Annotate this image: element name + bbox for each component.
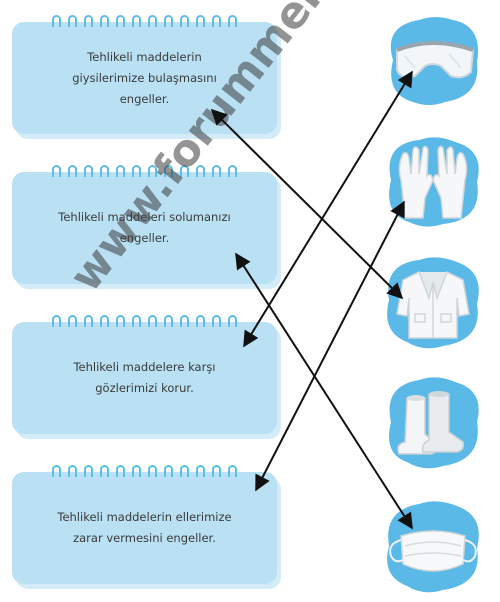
- card-rings: [52, 465, 237, 477]
- card-ring: [52, 315, 61, 327]
- statement-card-hands: Tehlikeli maddelerin ellerimize zarar ve…: [12, 465, 277, 584]
- card-ring: [196, 315, 205, 327]
- card-ring: [132, 465, 141, 477]
- safety-goggles-icon: [390, 17, 478, 105]
- card-rings: [52, 15, 237, 27]
- card-ring: [116, 465, 125, 477]
- card-ring: [148, 15, 157, 27]
- card-ring: [132, 165, 141, 177]
- face-mask-icon: [387, 501, 479, 593]
- lab-coat-icon: [387, 257, 479, 349]
- card-ring: [116, 15, 125, 27]
- item-gloves: [379, 132, 487, 232]
- card-ring: [100, 15, 109, 27]
- card-ring: [116, 165, 125, 177]
- statement-text: Tehlikeli maddelerin: [87, 49, 202, 64]
- card-ring: [100, 465, 109, 477]
- card-ring: [212, 315, 221, 327]
- card-ring: [228, 15, 237, 27]
- card-ring: [84, 165, 93, 177]
- statement-text: Tehlikeli maddeleri solumanızı: [58, 210, 231, 224]
- statement-text: engeller.: [119, 231, 170, 245]
- card-ring: [116, 315, 125, 327]
- card-ring: [180, 15, 189, 27]
- statement-text: engeller.: [119, 91, 170, 106]
- boots-icon: [389, 377, 479, 469]
- statement-text: Tehlikeli maddelerin ellerimize: [57, 510, 232, 524]
- card-ring: [196, 465, 205, 477]
- statement-card-eyes: Tehlikeli maddelere karşı gözlerimizi ko…: [12, 315, 277, 434]
- card-ring: [84, 465, 93, 477]
- card-ring: [180, 165, 189, 177]
- card-ring: [52, 165, 61, 177]
- card-ring: [100, 315, 109, 327]
- card-ring: [164, 165, 173, 177]
- gloves-icon: [389, 137, 479, 227]
- card-ring: [196, 15, 205, 27]
- item-lab-coat: [379, 252, 487, 352]
- card-ring: [52, 465, 61, 477]
- card-ring: [52, 15, 61, 27]
- statement-text: gözlerimizi korur.: [95, 381, 194, 395]
- card-ring: [132, 315, 141, 327]
- card-ring: [164, 465, 173, 477]
- item-boots: [379, 372, 487, 472]
- statement-text: Tehlikeli maddelere karşı: [73, 360, 216, 374]
- card-ring: [84, 15, 93, 27]
- card-ring: [164, 315, 173, 327]
- card-ring: [84, 315, 93, 327]
- card-ring: [148, 465, 157, 477]
- card-ring: [196, 165, 205, 177]
- card-ring: [132, 15, 141, 27]
- card-ring: [212, 465, 221, 477]
- card-ring: [68, 315, 77, 327]
- card-ring: [164, 15, 173, 27]
- card-ring: [180, 315, 189, 327]
- card-ring: [148, 165, 157, 177]
- card-ring: [100, 165, 109, 177]
- statement-text: giysilerimize bulaşmasını: [72, 70, 217, 85]
- statement-card-clothing: Tehlikeli maddelerin giysilerimize bulaş…: [12, 15, 277, 134]
- card-ring: [212, 15, 221, 27]
- card-rings: [52, 315, 237, 327]
- item-face-mask: [379, 496, 487, 596]
- statement-text: zarar vermesini engeller.: [73, 531, 216, 545]
- card-ring: [68, 165, 77, 177]
- item-goggles: [379, 10, 487, 110]
- card-ring: [180, 465, 189, 477]
- card-ring: [68, 465, 77, 477]
- card-ring: [148, 315, 157, 327]
- card-ring: [68, 15, 77, 27]
